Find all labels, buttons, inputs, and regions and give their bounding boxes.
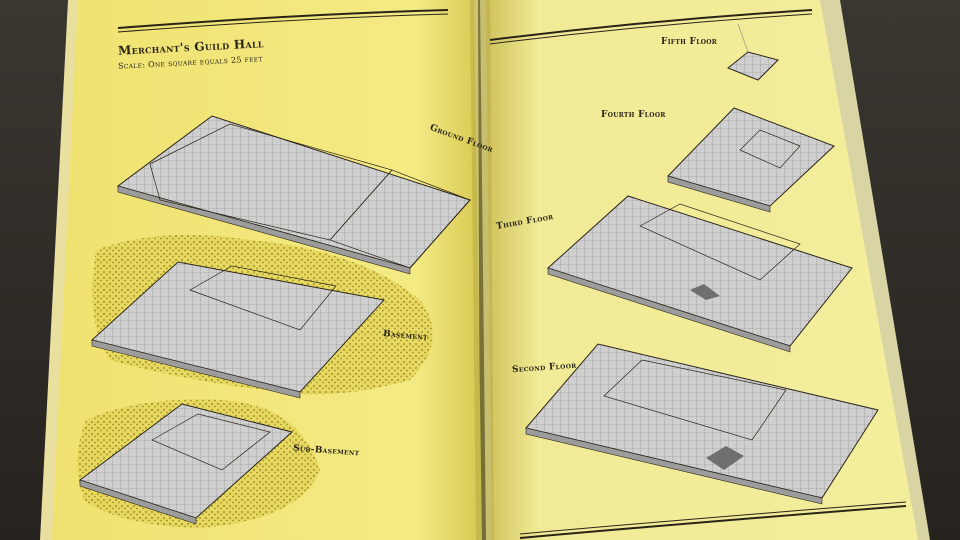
fifth-floor-label: Fifth Floor — [661, 37, 718, 47]
ground-floor-map — [116, 115, 471, 275]
fifth-floor-map — [727, 23, 779, 81]
second-floor-map — [525, 343, 879, 505]
page-border-ornaments — [117, 9, 907, 539]
third-floor-map — [547, 195, 853, 353]
sub-basement-map — [78, 403, 294, 525]
spine-shadow — [470, 0, 494, 540]
fourth-floor-map — [667, 107, 835, 213]
basement-map — [90, 261, 385, 399]
fourth-floor-label: Fourth Floor — [601, 110, 666, 120]
